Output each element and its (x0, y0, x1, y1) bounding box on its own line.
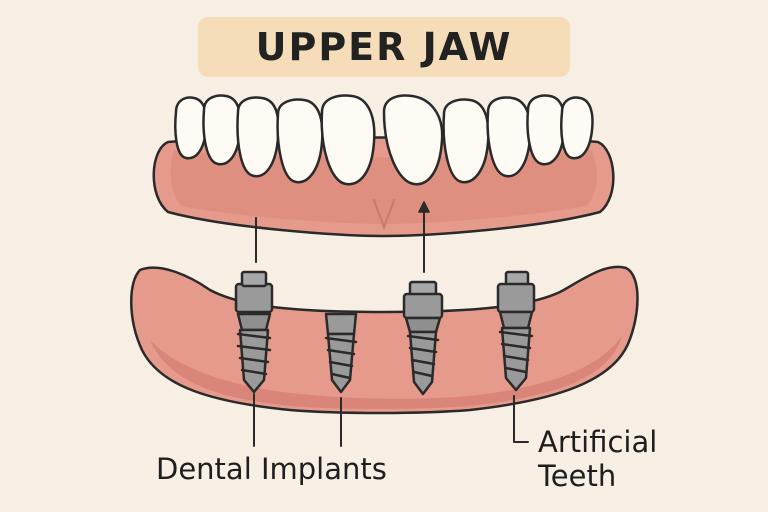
tooth-icon (560, 96, 594, 160)
implant-screw-icon (496, 270, 536, 392)
tooth-icon (320, 94, 376, 186)
title-banner: UPPER JAW (198, 17, 570, 77)
tooth-icon (442, 98, 490, 184)
label-artificial-teeth-line2: Teeth (538, 459, 617, 493)
tooth-icon (382, 94, 444, 186)
upper-gum-midline (373, 199, 395, 229)
lower-gum-shadow (150, 336, 622, 409)
upper-gum-shadow (170, 150, 597, 224)
implant-screw-icon (402, 280, 444, 396)
implant-screw-icon (324, 312, 358, 394)
lower-gum-base (130, 265, 639, 415)
arrow-up-icon (418, 201, 430, 213)
tooth-icon (174, 96, 208, 160)
label-dental-implants: Dental Implants (156, 452, 387, 486)
leader-line-teeth (513, 395, 529, 443)
label-artificial-teeth: Artificial Teeth (538, 425, 657, 493)
tooth-icon (486, 96, 532, 178)
tooth-icon (202, 94, 242, 166)
tooth-icon (236, 96, 280, 178)
tooth-icon (526, 94, 566, 166)
diagram-title: UPPER JAW (255, 25, 513, 69)
label-artificial-teeth-line1: Artificial (538, 425, 658, 459)
implant-screw-icon (234, 270, 274, 394)
tooth-icon (276, 98, 324, 184)
